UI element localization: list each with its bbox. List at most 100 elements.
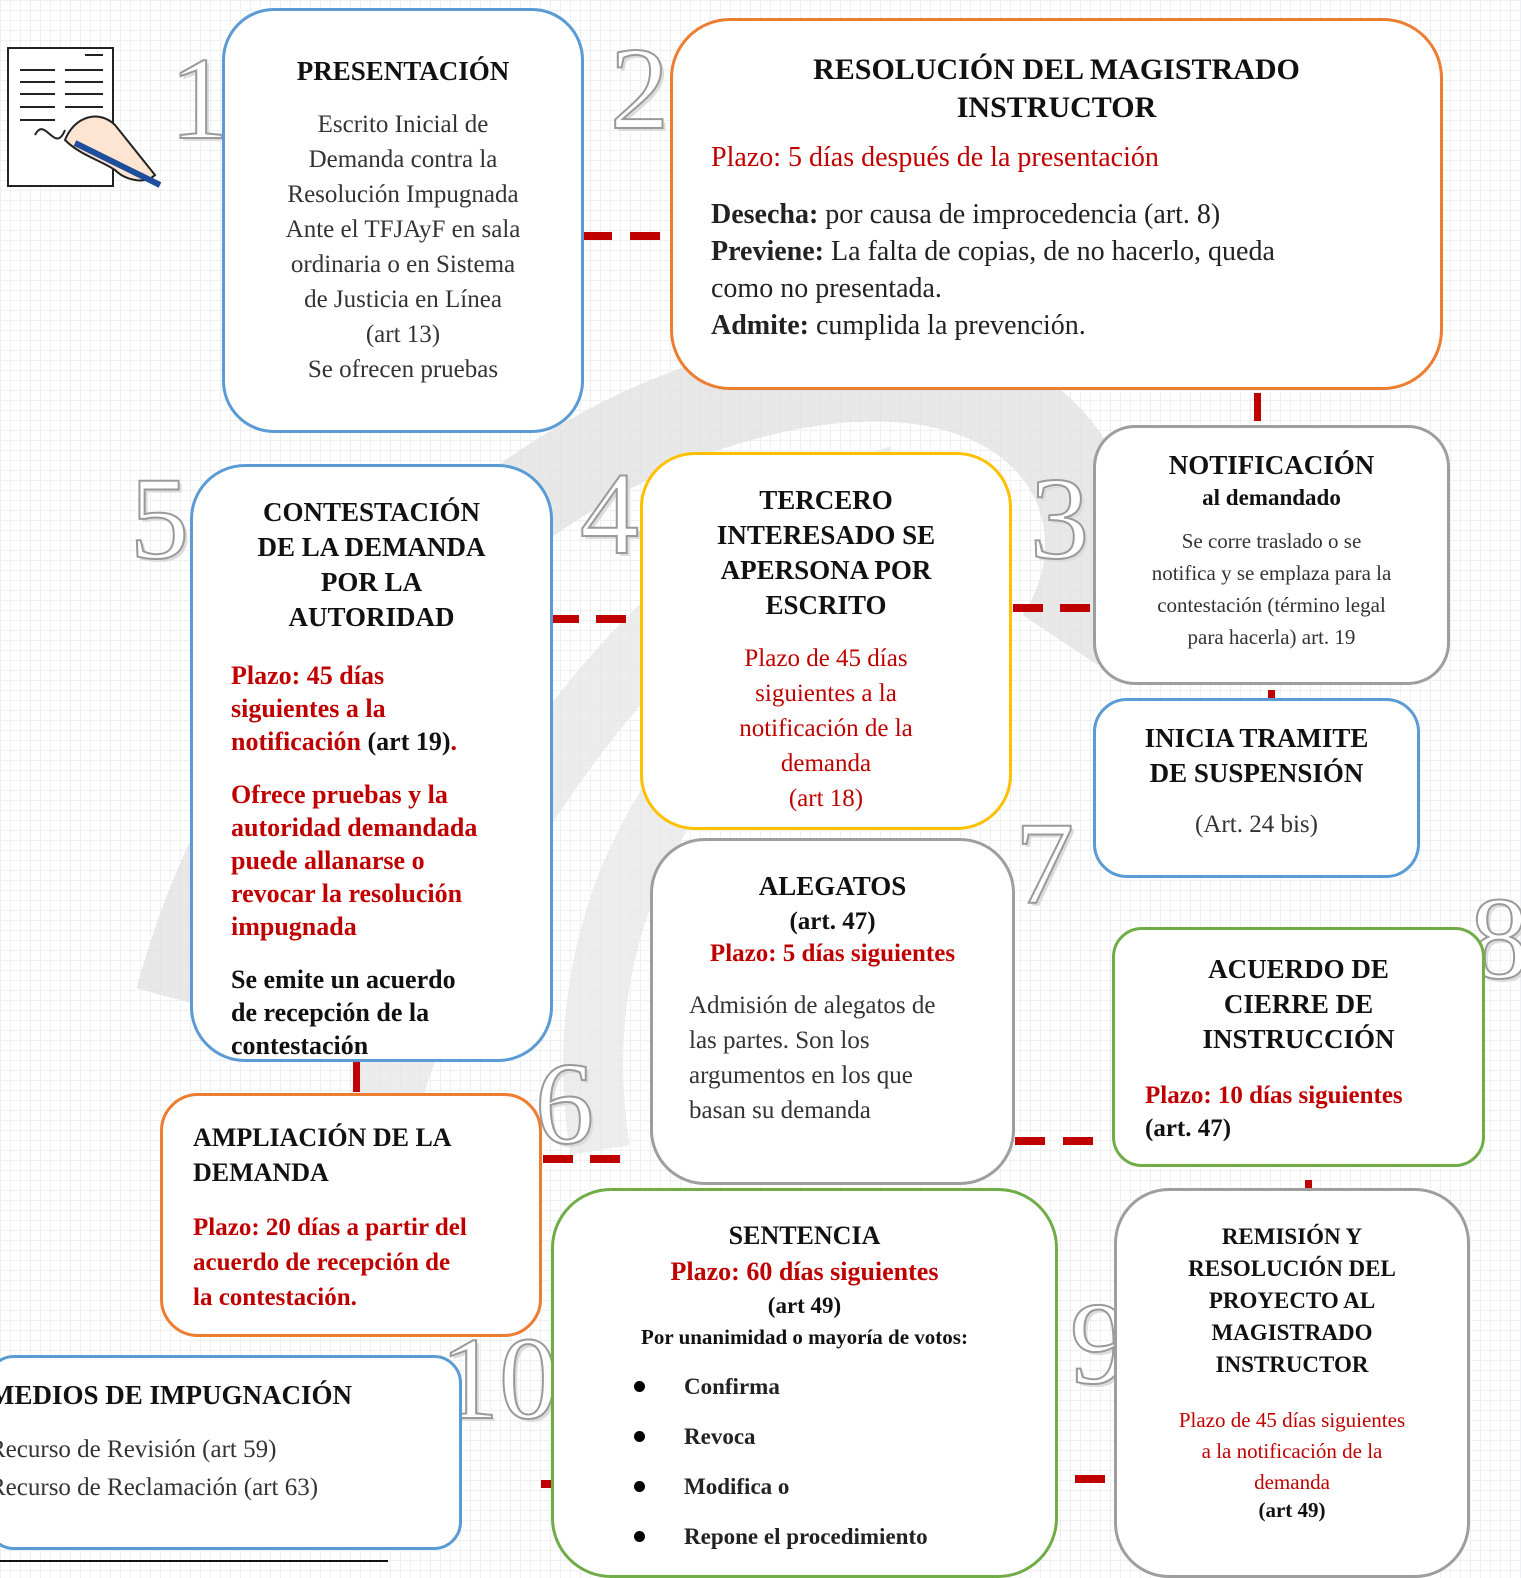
text-line: contestación (231, 1031, 369, 1060)
step-resolucion-magistrado: RESOLUCIÓN DEL MAGISTRADO INSTRUCTOR Pla… (670, 18, 1443, 390)
text-line: a la notificación de la (1201, 1439, 1383, 1463)
alegatos-title: ALEGATOS (758, 871, 907, 901)
contestacion-plazo: Plazo: 45 días siguientes a la notificac… (231, 659, 550, 758)
step-contestacion: CONTESTACIÓN DE LA DEMANDA POR LA AUTORI… (190, 464, 553, 1062)
connector (590, 1155, 620, 1163)
title-line: POR LA (320, 567, 423, 597)
presentacion-title: PRESENTACIÓN (296, 56, 510, 86)
contestacion-title: CONTESTACIÓN DE LA DEMANDA POR LA AUTORI… (193, 495, 550, 635)
text-line: Demanda contra la (308, 146, 498, 173)
connector (541, 1480, 553, 1488)
admite-label: Admite: (711, 310, 809, 341)
title-line: AUTORIDAD (288, 602, 455, 632)
step-number-5: 5 (129, 453, 190, 584)
title-line: DE SUSPENSIÓN (1149, 758, 1364, 788)
text-line: Plazo: 45 días (231, 661, 385, 690)
step-presentacion: PRESENTACIÓN Escrito Inicial de Demanda … (222, 8, 584, 433)
remision-title: REMISIÓN Y RESOLUCIÓN DEL PROYECTO AL MA… (1117, 1221, 1467, 1381)
connector (596, 615, 626, 623)
title-line: CONTESTACIÓN (262, 497, 481, 527)
contestacion-emite: Se emite un acuerdo de recepción de la c… (231, 963, 550, 1060)
text-line: notificación (art 19). (231, 725, 550, 758)
step-suspension: INICIA TRAMITE DE SUSPENSIÓN (Art. 24 bi… (1093, 698, 1420, 878)
text-line: la contestación. (193, 1284, 357, 1311)
alegatos-body: Admisión de alegatos de las partes. Son … (653, 988, 1012, 1128)
plazo-dot: . (450, 727, 458, 756)
sentencia-plazo: Plazo: 60 días siguientes (670, 1257, 939, 1286)
step-number-6: 6 (534, 1038, 595, 1169)
previene-label: Previene: (711, 236, 824, 267)
text-line: impugnada (231, 912, 357, 941)
text-line: Admisión de alegatos de (689, 992, 936, 1019)
text-line: demanda (1254, 1470, 1330, 1494)
connector (582, 232, 612, 240)
list-item: Confirma (604, 1374, 1055, 1424)
ampliacion-plazo: Plazo: 20 días a partir del acuerdo de r… (163, 1210, 539, 1315)
notificacion-body: Se corre traslado o se notifica y se emp… (1096, 525, 1447, 653)
resolucion-title: RESOLUCIÓN DEL MAGISTRADO INSTRUCTOR (673, 51, 1440, 127)
connector (630, 232, 660, 240)
sentencia-art: (art 49) (767, 1293, 842, 1318)
step-tercero-interesado: TERCERO INTERESADO SE APERSONA POR ESCRI… (640, 452, 1012, 830)
title-line: AMPLIACIÓN DE LA (193, 1123, 452, 1152)
connector (1075, 1475, 1105, 1483)
text-line: argumentos en los que (689, 1062, 913, 1089)
admite-line: Admite: cumplida la prevención. (711, 307, 1440, 344)
text-line: (art 18) (788, 785, 864, 812)
previene-text: La falta de copias, de no hacerlo, queda (823, 236, 1275, 267)
text-line: de Justicia en Línea (304, 286, 502, 313)
alegatos-art: (art. 47) (789, 908, 876, 935)
medios-body: Recurso de Revisión (art 59) Recurso de … (0, 1431, 459, 1507)
text-line: (art 13) (365, 321, 441, 348)
desecha-text: por causa de improcedencia (art. 8) (818, 199, 1221, 230)
connector (1254, 393, 1261, 421)
text-line: acuerdo de recepción de (193, 1249, 451, 1276)
title-line: INSTRUCTOR (956, 91, 1157, 124)
list-item: Modifica o (604, 1474, 1055, 1524)
text-line: Se emite un acuerdo (231, 965, 456, 994)
suspension-title: INICIA TRAMITE DE SUSPENSIÓN (1096, 721, 1417, 791)
step-notificacion: NOTIFICACIÓN al demandado Se corre trasl… (1093, 425, 1450, 685)
step-medios-impugnacion: MEDIOS DE IMPUGNACIÓN Recurso de Revisió… (0, 1355, 462, 1550)
title-line: INTERESADO SE (716, 520, 936, 550)
remision-plazo: Plazo de 45 días siguientes a la notific… (1117, 1405, 1467, 1498)
step-cierre-instruccion: ACUERDO DE CIERRE DE INSTRUCCIÓN Plazo: … (1112, 927, 1485, 1167)
connector (1060, 604, 1090, 612)
alegatos-plazo: Plazo: 5 días siguientes (709, 940, 956, 967)
cierre-title: ACUERDO DE CIERRE DE INSTRUCCIÓN (1115, 952, 1482, 1057)
text-line: basan su demanda (689, 1097, 871, 1124)
title-line: RESOLUCIÓN DEL MAGISTRADO (813, 53, 1300, 86)
connector (1015, 1137, 1045, 1145)
step-ampliacion: AMPLIACIÓN DE LA DEMANDA Plazo: 20 días … (160, 1093, 542, 1337)
title-line: APERSONA POR (720, 555, 932, 585)
notificacion-title: NOTIFICACIÓN (1168, 450, 1375, 480)
plazo-art: (art 19) (361, 727, 451, 756)
text-line: Recurso de Revisión (art 59) (0, 1436, 277, 1463)
step-remision-proyecto: REMISIÓN Y RESOLUCIÓN DEL PROYECTO AL MA… (1114, 1188, 1470, 1578)
title-line: TERCERO (759, 485, 893, 515)
tercero-plazo: Plazo de 45 días siguientes a la notific… (643, 641, 1009, 816)
connector (1013, 604, 1043, 612)
connector (549, 615, 579, 623)
text-line: siguientes a la (755, 680, 897, 707)
title-line: INSTRUCTOR (1215, 1352, 1369, 1377)
footnote-rule (0, 1560, 388, 1562)
step-number-3: 3 (1029, 453, 1090, 584)
remision-art: (art 49) (1258, 1498, 1326, 1522)
connector (543, 1155, 573, 1163)
text-line: Plazo de 45 días (744, 645, 908, 672)
notificacion-subtitle: al demandado (1202, 485, 1341, 510)
text-line: demanda (780, 750, 872, 777)
previene-text-2: como no presentada. (711, 273, 942, 304)
previene-line: Previene: La falta de copias, de no hace… (711, 233, 1440, 270)
text-line: Plazo de 45 días siguientes (1178, 1408, 1406, 1432)
title-line: DEMANDA (193, 1158, 329, 1187)
cierre-art: (art. 47) (1145, 1115, 1232, 1142)
text-line: Recurso de Reclamación (art 63) (0, 1474, 319, 1501)
list-item: Repone el procedimiento (604, 1524, 1055, 1574)
text-line: Se corre traslado o se (1181, 529, 1362, 553)
resolucion-plazo: Plazo: 5 días después de la presentación (711, 142, 1159, 173)
title-line: MAGISTRADO (1211, 1320, 1373, 1345)
tercero-title: TERCERO INTERESADO SE APERSONA POR ESCRI… (643, 483, 1009, 623)
text-line: Plazo: 20 días a partir del (193, 1214, 467, 1241)
